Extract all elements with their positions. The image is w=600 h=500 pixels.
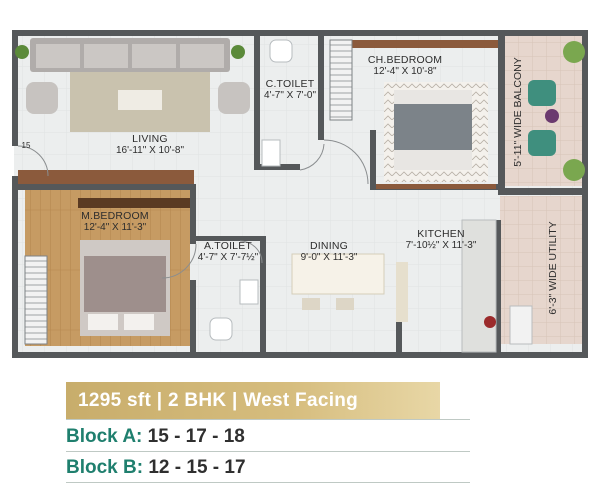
- c-toilet-name: C.TOILET: [265, 78, 315, 90]
- ch-bedroom-dim: 12'-4" X 10'-8": [373, 66, 437, 77]
- block-a-rule: [66, 451, 470, 452]
- living-dim: 16'-11" X 10'-8": [116, 145, 184, 156]
- kitchen-name: KITCHEN: [417, 228, 465, 240]
- m-bedroom-name: M.BEDROOM: [81, 210, 149, 222]
- block-a-numbers: 15 - 17 - 18: [147, 426, 245, 447]
- dining-name: DINING: [310, 240, 348, 252]
- living-name: LIVING: [132, 133, 168, 145]
- balcony-label: 5'-11" WIDE BALCONY: [512, 57, 524, 167]
- m-bedroom-wardrobe: [24, 255, 48, 345]
- kitchen-label: KITCHEN 7'-10½" X 11'-3": [386, 228, 496, 252]
- dining-table: [291, 253, 385, 310]
- dining-dim: 9'-0" X 11'-3": [300, 252, 358, 263]
- living-sofa: [30, 38, 230, 72]
- block-b-rule: [66, 482, 470, 483]
- summary-banner: 1295 sft | 2 BHK | West Facing: [66, 382, 440, 420]
- stair-marker: 15: [21, 141, 31, 150]
- c-toilet-label: C.TOILET 4'-7" X 7'-0": [253, 78, 327, 102]
- dining-label: DINING 9'-0" X 11'-3": [284, 240, 374, 264]
- block-a-row: Block A: 15 - 17 - 18: [66, 426, 245, 448]
- utility-label: 6'-3" WIDE UTILITY: [547, 221, 559, 315]
- m-bedroom-dim: 12'-4" X 11'-3": [83, 222, 147, 233]
- m-bedroom-label: M.BEDROOM 12'-4" X 11'-3": [60, 210, 170, 234]
- a-toilet-label: A.TOILET 4'-7" X 7'-7½": [188, 240, 268, 264]
- a-toilet-dim: 4'-7" X 7'-7½": [197, 252, 259, 263]
- walls: [12, 30, 588, 358]
- m-bedroom-bed: [80, 240, 170, 336]
- c-toilet-dim: 4'-7" X 7'-0": [263, 90, 317, 101]
- ch-bedroom-wardrobe: [329, 39, 353, 121]
- ch-bedroom-name: CH.BEDROOM: [367, 54, 443, 66]
- banner-rule: [66, 419, 470, 420]
- living-label: LIVING 16'-11" X 10'-8": [80, 133, 220, 157]
- summary-text: 1295 sft | 2 BHK | West Facing: [78, 390, 359, 411]
- block-b-numbers: 12 - 15 - 17: [148, 457, 246, 478]
- ch-bedroom-label: CH.BEDROOM 12'-4" X 10'-8": [350, 54, 460, 78]
- a-toilet-name: A.TOILET: [203, 240, 253, 252]
- ch-bedroom-bed: [384, 82, 488, 182]
- kitchen-counter: [461, 219, 497, 353]
- block-b-row: Block B: 12 - 15 - 17: [66, 457, 246, 479]
- block-b-label: Block B:: [66, 457, 144, 478]
- kitchen-dim: 7'-10½" X 11'-3": [405, 240, 477, 251]
- floor-plan: [12, 30, 588, 358]
- block-a-label: Block A:: [66, 426, 143, 447]
